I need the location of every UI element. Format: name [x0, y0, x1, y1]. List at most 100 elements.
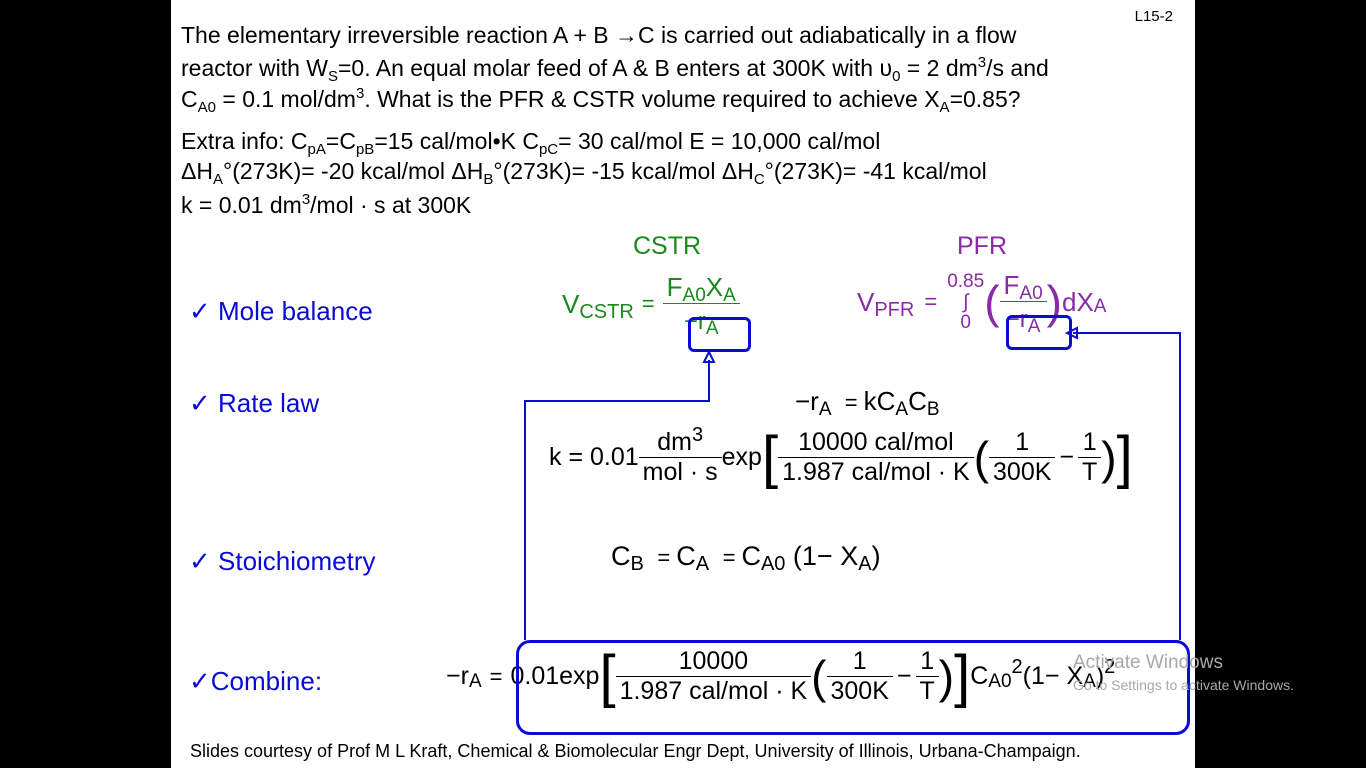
temp-fraction-1: 1 300K	[989, 428, 1056, 487]
sub: B	[926, 399, 940, 420]
text: =15 cal/mol•K C	[374, 128, 539, 154]
k-equation: k = 0.01 dm3 mol · s exp [ 10000 cal/mol…	[549, 424, 1133, 487]
num: FA0	[1000, 270, 1047, 304]
num: FA0XA	[663, 272, 740, 306]
pfr-fraction: FA0 −rA	[999, 270, 1047, 337]
sub: A	[1093, 296, 1107, 317]
bar	[989, 457, 1056, 458]
text: =0. An equal molar feed of A & B enters …	[338, 55, 880, 81]
paren-close: )	[1046, 276, 1062, 328]
paren-close: )	[1101, 431, 1117, 484]
sub: A	[939, 99, 950, 116]
sup: 2	[1011, 656, 1023, 678]
den: 300K	[993, 458, 1052, 486]
text: −r	[446, 662, 469, 690]
text: ΔH	[181, 158, 213, 184]
stoichiometry-equation: CB =CA =CA0 (1− XA)	[611, 541, 881, 575]
sup: 3	[355, 85, 365, 102]
sup: 3	[977, 54, 987, 71]
text: F	[666, 272, 683, 302]
sub: A0	[197, 99, 216, 116]
footer-credit: Slides courtesy of Prof M L Kraft, Chemi…	[190, 741, 1081, 761]
text: V	[857, 286, 875, 317]
step-mole-balance: ✓ Mole balance	[189, 296, 373, 326]
text: 0.01exp	[510, 662, 600, 690]
sub: pC	[538, 141, 559, 158]
sub: A	[818, 399, 832, 420]
text: (1− X	[792, 541, 859, 571]
sub: A	[1083, 670, 1096, 692]
text: −	[896, 662, 912, 690]
den: 1.987 cal/mol · K	[782, 458, 970, 486]
text: V	[562, 288, 580, 319]
text: −	[1059, 443, 1075, 471]
upper-limit: 0.85	[947, 270, 985, 292]
sub: B	[483, 171, 494, 188]
sub: A	[468, 670, 482, 692]
rate-law-equation: −rA =kCACB	[795, 386, 940, 420]
text: k = 0.01	[549, 443, 639, 471]
text: =	[489, 663, 503, 689]
bar	[1078, 457, 1102, 458]
sub: B	[630, 553, 644, 575]
text: =	[924, 289, 938, 314]
text: = 0.1 mol/dm	[215, 86, 356, 112]
combine-box	[516, 640, 1190, 735]
text: =	[844, 390, 858, 415]
sub: A0	[760, 553, 786, 575]
text: −r	[795, 386, 819, 416]
step-rate-law: ✓ Rate law	[189, 388, 320, 418]
num: 1	[852, 647, 867, 675]
text: exp	[721, 443, 762, 471]
problem-line-3: CA0 = 0.1 mol/dm3. What is the PFR & CST…	[181, 85, 1021, 116]
cstr-rate-box	[688, 317, 751, 352]
lower-limit: 0	[960, 311, 971, 333]
integral-sign: ∫	[962, 290, 969, 313]
sub: PFR	[874, 298, 915, 321]
text: °(273K)= -20 kcal/mol ΔH	[223, 158, 484, 184]
slide: L15-2 The elementary irreversible reacti…	[171, 0, 1195, 768]
num: dm3	[653, 424, 707, 457]
sub: A	[1027, 316, 1041, 337]
text: C	[676, 541, 696, 571]
text: C is carried out adiabatically in a flow	[638, 22, 1017, 48]
sub: pB	[355, 141, 375, 158]
num: 1	[1082, 428, 1097, 456]
sub: pA	[307, 141, 326, 158]
text: =	[641, 291, 655, 316]
num: 1	[1015, 428, 1030, 456]
extra-line-2: ΔHA°(273K)= -20 kcal/mol ΔHB°(273K)= -15…	[181, 158, 987, 188]
sub: A	[695, 553, 710, 575]
sub: A0	[988, 670, 1012, 692]
sub: 0	[892, 68, 901, 85]
den: −rA	[1002, 306, 1045, 337]
den: 1.987 cal/mol · K	[619, 677, 808, 705]
text: °(273K)= -41 kcal/mol	[764, 158, 987, 184]
problem-line-1: The elementary irreversible reaction A +…	[181, 22, 1016, 49]
text: X	[705, 272, 724, 302]
den: mol · s	[642, 458, 718, 486]
text: kC	[863, 386, 896, 416]
text: )	[1095, 662, 1105, 690]
temp-fraction-2: 1 T	[1078, 428, 1102, 487]
watermark-subtitle: Go to Settings to activate Windows.	[1073, 677, 1294, 693]
num: 1	[920, 647, 935, 675]
sub: CSTR	[579, 300, 634, 323]
text: /mol · s at 300K	[310, 192, 472, 218]
sub: A	[723, 285, 736, 306]
arrowhead-pfr	[1064, 326, 1078, 340]
extra-line-1: Extra info: CpA=CpB=15 cal/mol•K CpC= 30…	[181, 128, 880, 158]
activation-fraction: 10000 cal/mol 1.987 cal/mol · K	[778, 428, 974, 487]
sub: S	[327, 68, 338, 85]
bar	[662, 303, 740, 304]
paren-open: (	[984, 276, 1000, 328]
watermark-title: Activate Windows	[1073, 652, 1223, 673]
slide-id: L15-2	[1134, 8, 1173, 25]
text: °(273K)= -15 kcal/mol ΔH	[493, 158, 754, 184]
text: k = 0.01 dm	[181, 192, 302, 218]
text: )	[871, 541, 881, 571]
sup: 3	[691, 424, 704, 446]
